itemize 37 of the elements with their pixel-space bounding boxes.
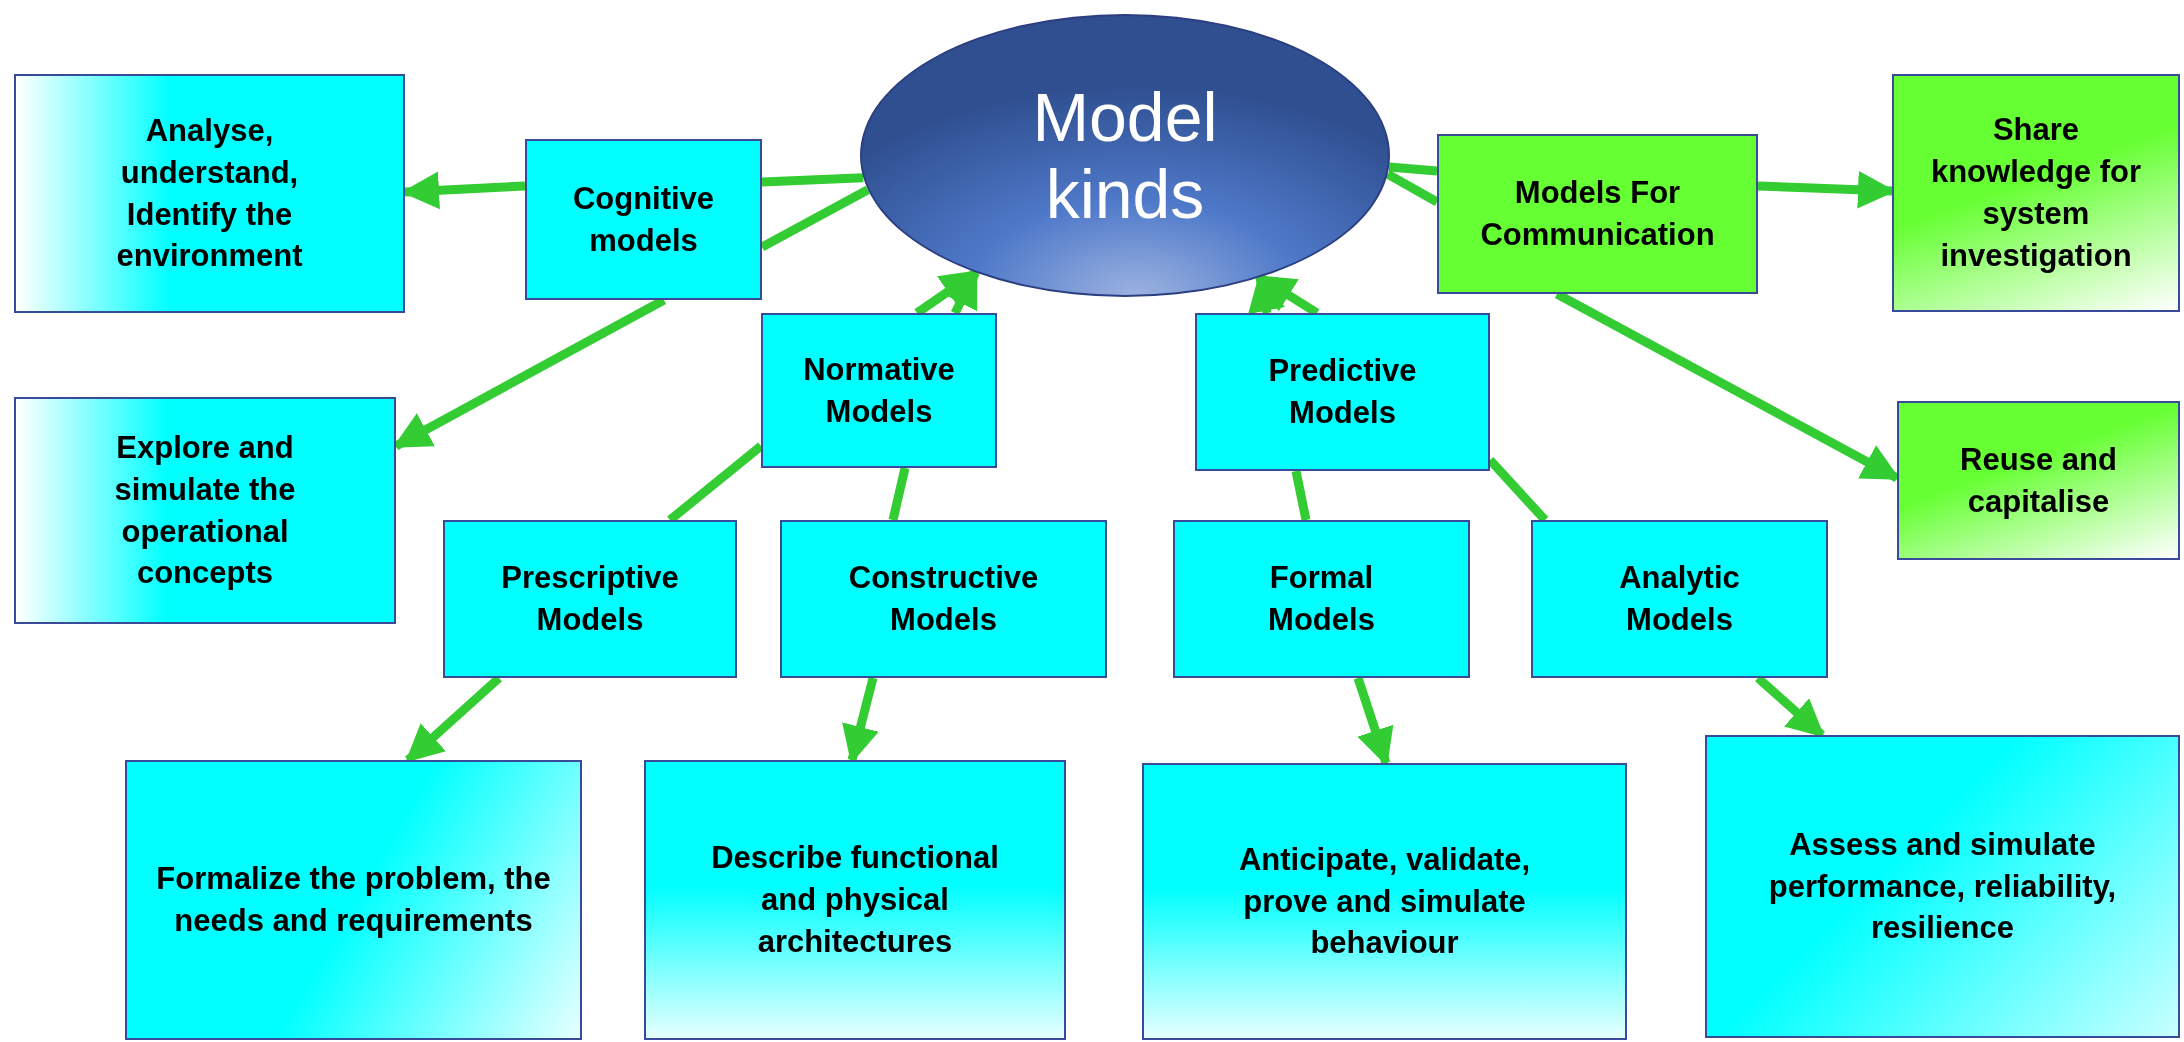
concept-box — [1892, 74, 2180, 312]
node-label: Predictive Models — [1268, 352, 1417, 432]
node-label: Cognitive models — [572, 179, 715, 260]
concept-box — [14, 397, 396, 624]
node-label: Models For Communication — [1480, 174, 1715, 254]
concept-box — [525, 139, 762, 300]
node-label: Share knowledge for system investigation — [1929, 111, 2143, 275]
connector-line — [1388, 162, 1438, 176]
node-label: Describe functional and physical architectures — [710, 839, 1000, 961]
concept-box — [1897, 401, 2180, 560]
concept-box — [443, 520, 737, 678]
concept-box — [125, 760, 582, 1040]
concept-box — [1173, 520, 1470, 678]
node-label: Analyse, understand, Identify the environment — [115, 111, 304, 276]
concept-box — [1705, 735, 2180, 1038]
concept-box — [780, 520, 1107, 678]
node-label: Prescriptive Models — [501, 559, 679, 639]
node-label: Anticipate, validate, prove and simulate behaviour — [1237, 840, 1532, 963]
node-label: Analytic Models — [1619, 559, 1740, 639]
concept-box — [1437, 134, 1758, 294]
concept-box — [1195, 313, 1490, 471]
node-label: Explore and simulate the operational concepts — [113, 428, 297, 593]
node-label: Formal Models — [1268, 559, 1375, 639]
connector-line — [888, 467, 910, 521]
connector-line — [761, 173, 864, 187]
concept-box — [14, 74, 405, 313]
concept-box — [644, 760, 1066, 1040]
concept-box — [1531, 520, 1828, 678]
node-label: Reuse and capitalise — [1959, 440, 2118, 521]
node-label: Formalize the problem, the needs and requirements — [155, 860, 552, 940]
ellipse-label: Model kinds — [1032, 79, 1218, 232]
node-label: Assess and simulate performance, reliability, resilience — [1767, 825, 2118, 948]
node-label: Constructive Models — [848, 559, 1039, 639]
concept-box — [1142, 763, 1627, 1040]
connector-line — [1291, 470, 1311, 521]
concept-box — [761, 313, 997, 468]
node-label: Normative Models — [803, 350, 955, 431]
